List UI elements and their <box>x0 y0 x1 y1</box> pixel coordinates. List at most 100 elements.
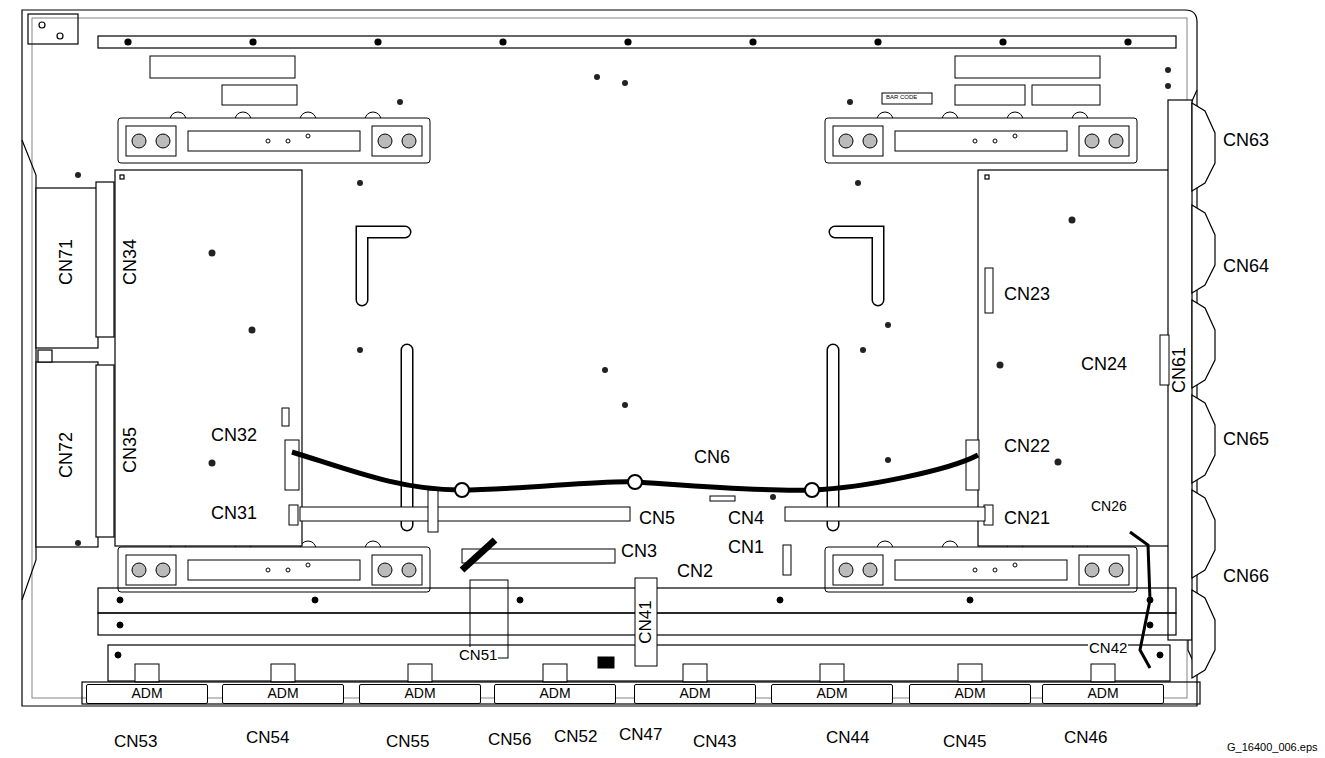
screw <box>622 80 628 86</box>
rail-screw <box>517 597 523 603</box>
screw <box>885 322 891 328</box>
side-board <box>36 362 98 547</box>
screw <box>997 362 1004 369</box>
connector-label: CN61 <box>1170 346 1190 394</box>
speaker-terminal <box>1192 205 1215 293</box>
connector-label: CN46 <box>1063 729 1108 748</box>
screw <box>75 540 81 546</box>
adm-board: ADM <box>771 684 893 704</box>
board-name: ADM <box>1087 686 1118 701</box>
label-area <box>1032 85 1100 105</box>
stand-bracket <box>118 112 430 163</box>
connector-label: CN42 <box>1088 640 1128 657</box>
screw <box>1165 83 1171 89</box>
connector-label: CN35 <box>121 426 141 474</box>
connector-label: CN1 <box>727 538 765 558</box>
flat-cable <box>785 507 985 521</box>
connector-label: CN43 <box>692 733 737 752</box>
chassis-outline <box>22 10 1197 706</box>
connector-label: CN6 <box>693 448 731 468</box>
adm-connector <box>408 664 432 682</box>
connector-label: CN66 <box>1222 567 1270 587</box>
rail-screw <box>250 39 256 45</box>
connector <box>289 505 298 525</box>
screw <box>1055 459 1062 466</box>
connector <box>282 408 289 426</box>
chassis <box>22 10 1197 706</box>
rail-screw <box>500 39 506 45</box>
screw <box>594 74 600 80</box>
screw <box>357 347 363 353</box>
rail-screw <box>1157 652 1163 658</box>
adm-board: ADM <box>86 684 208 704</box>
connector-label: CN24 <box>1080 355 1128 375</box>
barcode-label: BAR CODE <box>885 94 918 101</box>
slot-inner <box>362 232 405 300</box>
rail-screw <box>777 597 783 603</box>
connector-label: CN56 <box>487 731 532 750</box>
connector <box>1160 335 1169 385</box>
rail-screw <box>625 39 631 45</box>
side-edge <box>22 140 36 600</box>
rail-screw <box>967 597 973 603</box>
slot-outline <box>362 232 405 300</box>
wire <box>1130 532 1150 668</box>
connector-label: CN31 <box>210 504 258 524</box>
slot-outline <box>835 232 878 300</box>
right-board <box>978 170 1170 546</box>
adm-connector <box>271 664 295 682</box>
left-board <box>115 170 302 546</box>
rail-screw <box>115 652 121 658</box>
adm-connector <box>543 664 567 682</box>
wires <box>292 452 1150 668</box>
top-rail <box>98 36 1176 48</box>
connector-label: CN72 <box>57 431 77 479</box>
screw <box>209 250 216 257</box>
label-area <box>222 85 297 105</box>
screw <box>397 99 403 105</box>
connector-label: CN63 <box>1222 131 1270 151</box>
connector <box>710 496 735 501</box>
connector-strip <box>96 365 114 537</box>
rail-screw <box>750 39 756 45</box>
connector-label: CN55 <box>385 733 430 752</box>
connector-label: CN51 <box>458 647 498 664</box>
screws <box>75 67 1171 546</box>
connector-label: CN65 <box>1222 430 1270 450</box>
screw <box>1165 67 1171 73</box>
small-connector <box>598 657 614 668</box>
connector-label: CN54 <box>245 729 290 748</box>
connector <box>783 545 791 575</box>
harness-cable <box>292 452 978 490</box>
connector-label: CN47 <box>618 726 663 745</box>
connector-label: CN44 <box>825 729 870 748</box>
adm-connector <box>820 664 844 682</box>
connector-label: CN52 <box>553 728 598 747</box>
connector <box>985 268 993 313</box>
board-clip <box>38 350 52 362</box>
board-name: ADM <box>267 686 298 701</box>
corner-hole <box>57 33 63 39</box>
flat-cable <box>300 507 630 521</box>
speaker-terminal <box>1192 590 1215 678</box>
cable-clip <box>628 475 642 489</box>
slot-inner <box>828 350 838 525</box>
rail-screw <box>312 597 318 603</box>
rail-screw <box>1147 622 1153 628</box>
speaker-terminal <box>1192 300 1215 388</box>
screw <box>209 460 216 467</box>
rail-screw <box>375 39 381 45</box>
connector-label: CN32 <box>210 426 258 446</box>
connector-label: CN23 <box>1003 285 1051 305</box>
screw <box>357 180 363 186</box>
connector-label: CN5 <box>638 509 676 529</box>
speaker-terminal <box>1192 490 1215 578</box>
rail-screw <box>117 622 123 628</box>
screw <box>847 99 853 105</box>
connector-label: CN45 <box>942 733 987 752</box>
chassis-inner-edge <box>32 18 1187 698</box>
connector <box>966 440 979 490</box>
corner-plate <box>28 14 78 44</box>
connector-label: CN22 <box>1003 437 1051 457</box>
